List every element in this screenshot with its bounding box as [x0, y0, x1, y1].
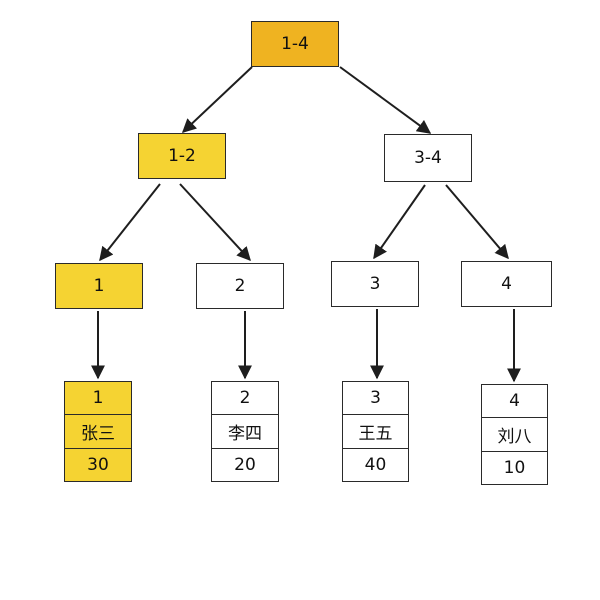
leaf-node-1-label: 1: [93, 276, 105, 296]
record-4: 4 刘八 10: [481, 384, 548, 485]
record-4-id: 4: [509, 391, 520, 412]
leaf-node-4: 4: [461, 261, 552, 307]
record-2-id: 2: [239, 388, 251, 409]
leaf-node-4-label: 4: [501, 274, 512, 294]
record-2: 2 李四 20: [211, 381, 279, 482]
node-3-4: 3-4: [384, 134, 472, 182]
edge-root-to-3-4: [339, 66, 432, 134]
leaf-node-1: 1: [55, 263, 143, 309]
record-1-name: 张三: [65, 414, 131, 447]
record-2-name: 李四: [212, 414, 278, 447]
leaf-node-3-label: 3: [369, 274, 381, 294]
node-1-2-label: 1-2: [168, 146, 196, 166]
record-4-name: 刘八: [482, 417, 547, 450]
node-root-label: 1-4: [281, 34, 309, 54]
node-3-4-label: 3-4: [414, 148, 442, 168]
record-4-age: 10: [482, 450, 547, 484]
record-2-age: 20: [212, 447, 278, 481]
record-1-id: 1: [92, 388, 104, 409]
record-1: 1 张三 30: [64, 381, 132, 482]
edge-3-4-to-4: [445, 184, 509, 260]
record-3-age: 40: [343, 447, 408, 481]
edge-1-2-to-2: [179, 183, 251, 262]
node-1-2: 1-2: [138, 133, 226, 179]
record-3: 3 王五 40: [342, 381, 409, 482]
edge-root-to-1-2: [181, 66, 253, 133]
record-3-id: 3: [370, 388, 381, 409]
edge-3-4-to-3: [373, 184, 426, 260]
leaf-node-2-label: 2: [234, 276, 246, 296]
record-3-name: 王五: [343, 414, 408, 447]
node-root: 1-4: [251, 21, 339, 67]
edge-1-2-to-1: [99, 183, 161, 262]
leaf-node-3: 3: [331, 261, 419, 307]
leaf-node-2: 2: [196, 263, 284, 309]
record-1-age: 30: [65, 447, 131, 481]
